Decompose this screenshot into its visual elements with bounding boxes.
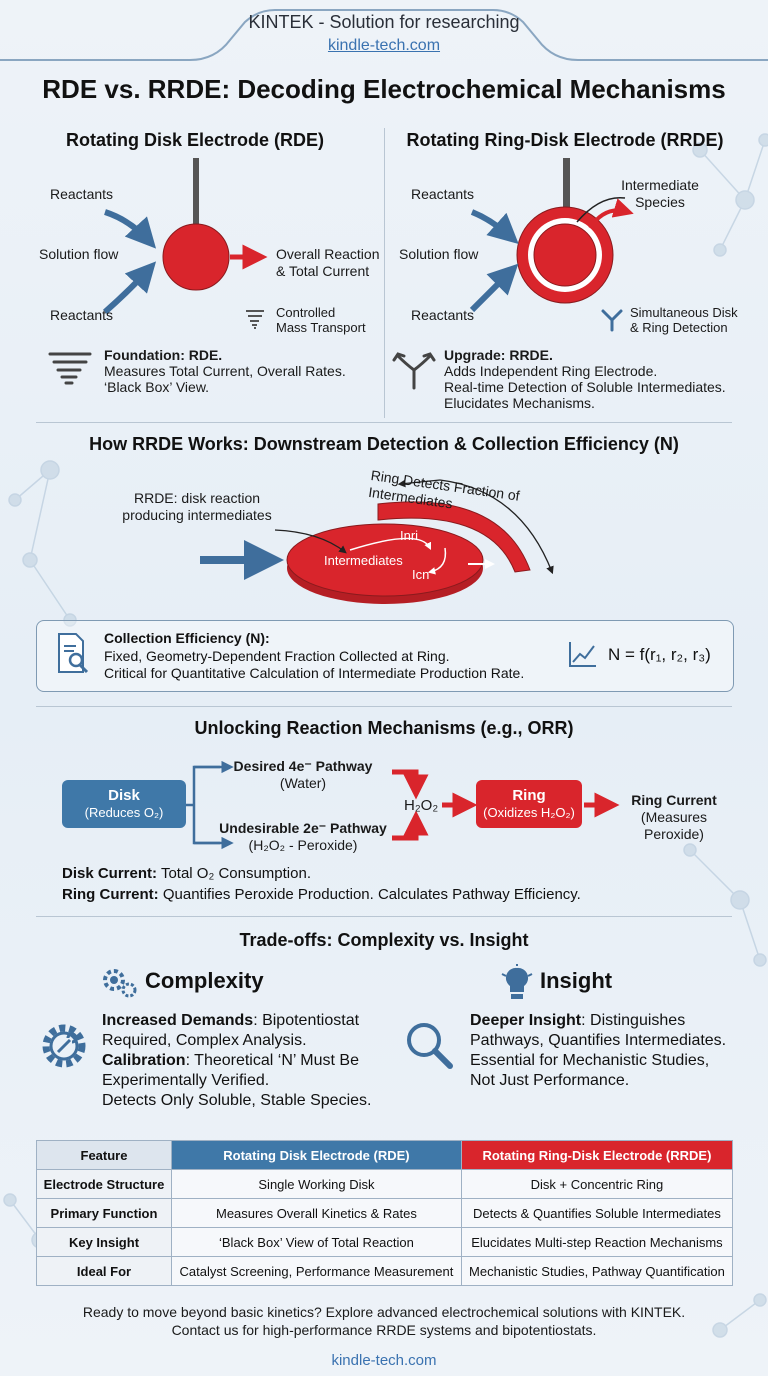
table-row: Ideal For Catalyst Screening, Performanc…	[36, 1256, 734, 1286]
rde-solution-flow-label: Solution flow	[39, 246, 119, 262]
branch-icon	[392, 352, 436, 390]
complexity-heading: Complexity	[145, 968, 264, 993]
pathway-arrows	[186, 760, 620, 850]
ring-current-label: Ring Current(Measures Peroxide)	[631, 792, 717, 842]
rrde-simultaneous-label: Simultaneous Disk& Ring Detection	[630, 305, 738, 335]
brand-name: KINTEK - Solution for researching	[248, 12, 520, 32]
section-divider	[36, 422, 732, 423]
rrde-title: Rotating Ring-Disk Electrode (RRDE)	[406, 130, 724, 150]
rde-reactants-bottom-label: Reactants	[50, 307, 114, 323]
section-divider-vertical	[384, 128, 385, 418]
section-divider	[36, 916, 732, 917]
table-cell: Disk + Concentric Ring	[460, 1169, 734, 1199]
disk-current-summary: Disk Current: Total O₂ Consumption.	[62, 865, 311, 882]
ce-title: Collection Efficiency (N):	[104, 630, 270, 646]
page-title: RDE vs. RRDE: Decoding Electrochemical M…	[42, 74, 726, 104]
intermediates-label: Intermediates	[324, 553, 403, 568]
header-banner	[0, 9, 768, 61]
icn-label: Icn	[412, 567, 430, 582]
lightbulb-icon	[501, 964, 533, 999]
tradeoff-title: Trade-offs: Complexity vs. Insight	[239, 930, 529, 950]
brand-url-link[interactable]: kindle-tech.com	[327, 37, 441, 54]
insight-heading: Insight	[540, 968, 613, 993]
document-search-icon	[58, 633, 89, 674]
mech-title: Unlocking Reaction Mechanisms (e.g., ORR…	[194, 718, 574, 738]
table-row: Primary Function Measures Overall Kineti…	[36, 1198, 734, 1228]
comparison-table: Feature Rotating Disk Electrode (RDE) Ro…	[36, 1140, 734, 1286]
insight-text: Deeper Insight: Distinguishes Pathways, …	[470, 1012, 727, 1089]
ce-line-2: Critical for Quantitative Calculation of…	[104, 665, 525, 681]
pathway-2e-label: Undesirable 2e⁻ Pathway(H₂O₂ - Peroxide)	[219, 820, 387, 853]
gear-wrench-icon	[42, 1024, 86, 1068]
complexity-text: Increased Demands: Bipotentiostat Requir…	[102, 1012, 372, 1109]
table-header-rde: Rotating Disk Electrode (RDE)	[171, 1140, 462, 1170]
table-cell: Mechanistic Studies, Pathway Quantificat…	[460, 1256, 734, 1286]
table-cell: Ideal For	[36, 1256, 172, 1286]
electrode-diagrams	[103, 158, 634, 315]
rde-title: Rotating Disk Electrode (RDE)	[65, 130, 325, 150]
cta-line-1: Ready to move beyond basic kinetics? Exp…	[82, 1304, 686, 1320]
cta-line-2: Contact us for high-performance RRDE sys…	[171, 1322, 597, 1338]
table-cell: Primary Function	[36, 1198, 172, 1228]
fork-icon	[601, 309, 623, 332]
how-title: How RRDE Works: Downstream Detection & C…	[89, 434, 679, 454]
rde-foundation-text: Foundation: RDE. Measures Total Current,…	[104, 347, 346, 395]
ring-current-summary: Ring Current: Quantifies Peroxide Produc…	[62, 886, 581, 903]
ce-line-1: Fixed, Geometry-Dependent Fraction Colle…	[104, 648, 450, 664]
table-row: Key Insight ‘Black Box’ View of Total Re…	[36, 1227, 734, 1257]
rde-overall-reaction-label: Overall Reaction& Total Current	[276, 246, 380, 279]
table-cell: Electrode Structure	[36, 1169, 172, 1199]
tornado-icon	[48, 352, 92, 385]
section-divider	[36, 706, 732, 707]
gears-icon	[103, 969, 137, 998]
table-cell: Single Working Disk	[171, 1169, 462, 1199]
inn-label: Inri	[400, 528, 419, 543]
table-cell: Detects & Quantifies Soluble Intermediat…	[460, 1198, 734, 1228]
table-cell: ‘Black Box’ View of Total Reaction	[171, 1227, 462, 1257]
footer-url-link[interactable]: kindle-tech.com	[331, 1352, 437, 1369]
rrde-reactants-top-label: Reactants	[411, 186, 475, 202]
rrde-reactants-bottom-label: Reactants	[411, 307, 475, 323]
table-row: Electrode Structure Single Working Disk …	[36, 1169, 734, 1199]
rrde-flow-diagram	[200, 479, 554, 604]
table-cell: Catalyst Screening, Performance Measurem…	[171, 1256, 462, 1286]
rde-reactants-top-label: Reactants	[50, 186, 114, 202]
table-header-feature: Feature	[36, 1140, 172, 1170]
vortex-icon	[246, 310, 264, 329]
magnifier-icon	[407, 1023, 453, 1069]
table-cell: Measures Overall Kinetics & Rates	[171, 1198, 462, 1228]
table-header-rrde: Rotating Ring-Disk Electrode (RRDE)	[460, 1140, 734, 1170]
ring-box: Ring (Oxidizes H₂O₂)	[476, 780, 582, 828]
table-cell: Key Insight	[36, 1227, 172, 1257]
collection-efficiency-box	[36, 620, 734, 692]
disk-box: Disk (Reduces O₂)	[62, 780, 186, 828]
table-cell: Elucidates Multi-step Reaction Mechanism…	[460, 1227, 734, 1257]
collection-efficiency-formula: N = f(r₁, r₂, r₃)	[608, 645, 711, 664]
pathway-4e-label: Desired 4e⁻ Pathway(Water)	[233, 758, 373, 791]
h2o2-label: H₂O₂	[404, 797, 439, 814]
chart-trend-icon	[569, 642, 596, 667]
rrde-solution-flow-label: Solution flow	[399, 246, 479, 262]
rrde-upgrade-text: Upgrade: RRDE. Adds Independent Ring Ele…	[444, 347, 726, 411]
